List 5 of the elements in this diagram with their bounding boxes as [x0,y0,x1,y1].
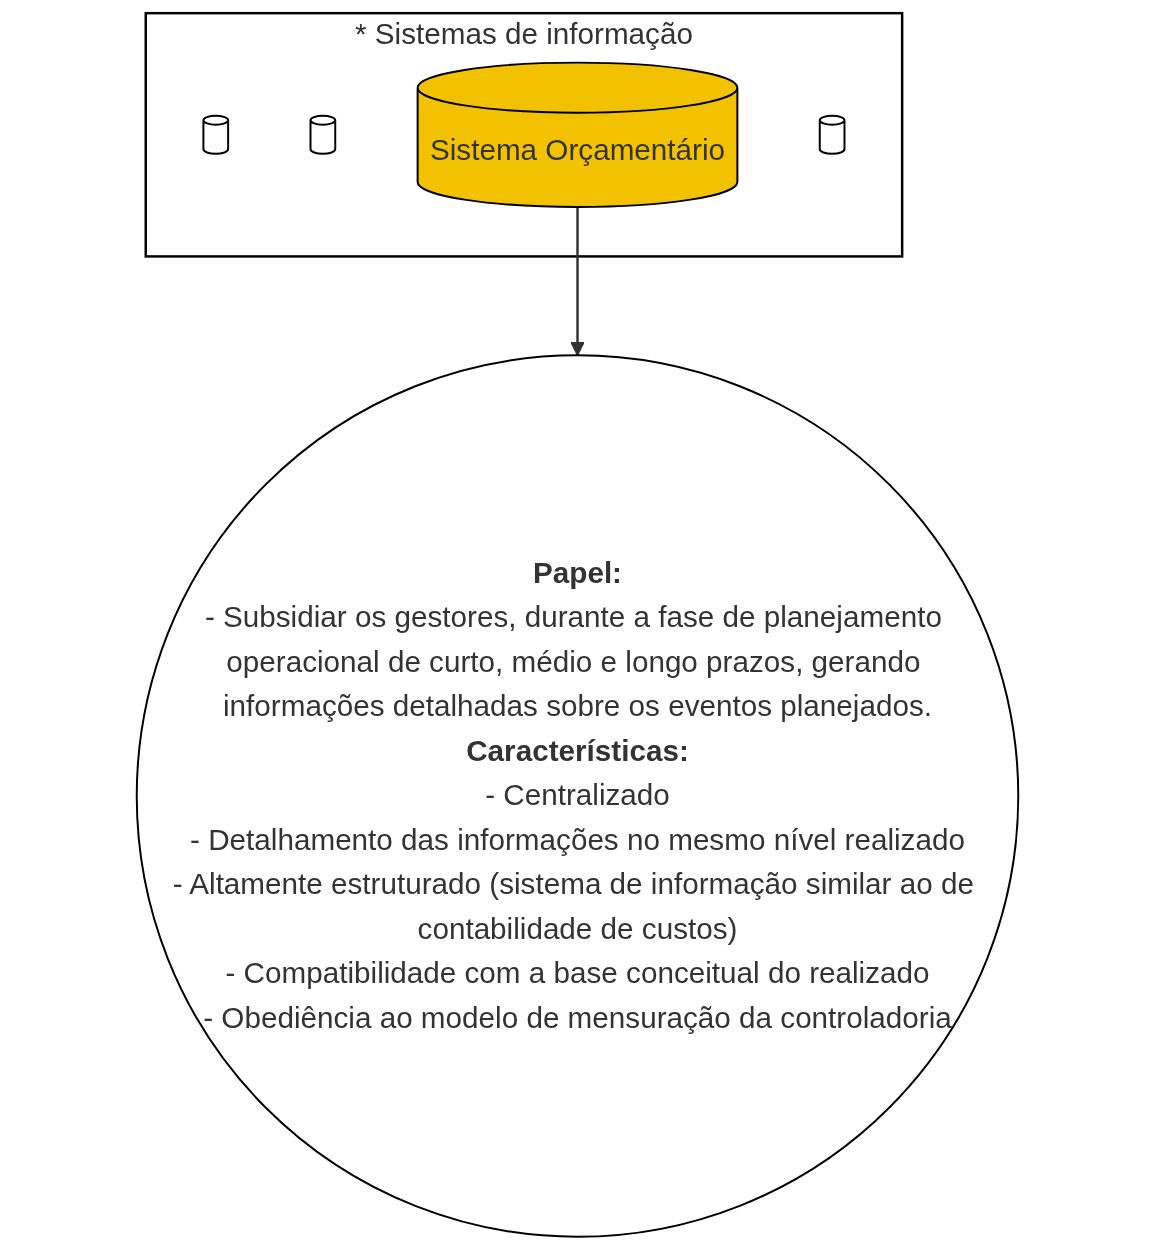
node-cylinder [818,114,846,155]
node-cylinder [309,114,337,155]
arrow [570,207,585,356]
node-circle: Papel: - Subsidiar os gestores, durante a fase de planejamento operacional de curto, médio e longo prazos, gerando informações detalhadas sobre os eventos planejados. Características: - Centralizado - Detalhamento das informações no mesmo nível realizado - Altamente estruturado (sistema de informação similar ao de contabilidade de custos) - Compatibilidade com a base conceitual do realizado - Obediência ao modelo de mensuração da controladoria [135,354,1020,1238]
node-cylinder [202,114,230,155]
